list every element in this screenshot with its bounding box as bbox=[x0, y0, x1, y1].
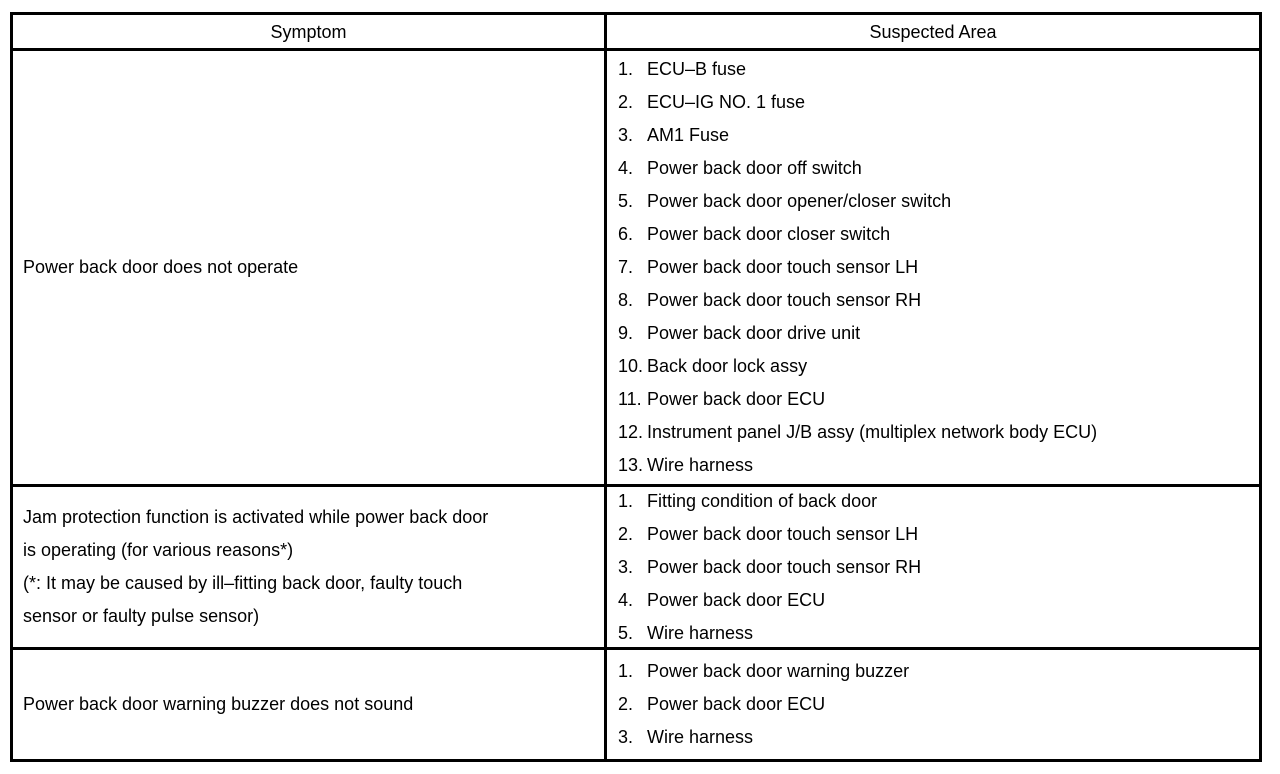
table-row-2-suspected-area-cell: 1. Fitting condition of back door 2. Pow… bbox=[607, 487, 1259, 650]
suspected-area-item: 11. Power back door ECU bbox=[618, 383, 1251, 416]
item-text: Power back door drive unit bbox=[647, 323, 861, 343]
suspected-area-item: 9. Power back door drive unit bbox=[618, 317, 1251, 350]
item-number: 4. bbox=[618, 589, 634, 610]
item-text: Power back door touch sensor RH bbox=[647, 290, 922, 310]
table-row-1-suspected-area-cell: 1. ECU–B fuse 2. ECU–IG NO. 1 fuse 3. AM… bbox=[607, 51, 1259, 487]
item-number: 5. bbox=[618, 622, 634, 643]
suspected-area-item: 13. Wire harness bbox=[618, 449, 1251, 482]
item-text: Wire harness bbox=[647, 727, 754, 747]
suspected-area-item: 6. Power back door closer switch bbox=[618, 218, 1251, 251]
item-number: 9. bbox=[618, 323, 634, 343]
item-text: Instrument panel J/B assy (multiplex net… bbox=[647, 422, 1098, 442]
suspected-area-item: 3. Power back door touch sensor RH bbox=[618, 551, 1251, 584]
item-text: Power back door touch sensor LH bbox=[647, 257, 919, 277]
suspected-area-item: 12. Instrument panel J/B assy (multiplex… bbox=[618, 416, 1251, 449]
item-text: Power back door off switch bbox=[647, 158, 862, 178]
suspected-area-item: 3. AM1 Fuse bbox=[618, 119, 1251, 152]
item-text: Wire harness bbox=[647, 455, 754, 475]
item-text: Power back door warning buzzer bbox=[647, 661, 910, 681]
header-symptom-label: Symptom bbox=[270, 21, 347, 42]
item-text: Power back door ECU bbox=[647, 389, 826, 409]
table-row-3-suspected-area-cell: 1. Power back door warning buzzer 2. Pow… bbox=[607, 650, 1259, 759]
item-text: Power back door opener/closer switch bbox=[647, 191, 952, 211]
suspected-area-list: 1. Power back door warning buzzer 2. Pow… bbox=[618, 655, 1251, 754]
symptom-text: Power back door warning buzzer does not … bbox=[23, 694, 414, 714]
suspected-area-item: 3. Wire harness bbox=[618, 721, 1251, 754]
symptom-suspected-area-table: Symptom Suspected Area Power back door d… bbox=[10, 12, 1262, 762]
item-number: 8. bbox=[618, 290, 634, 310]
suspected-area-item: 5. Wire harness bbox=[618, 617, 1251, 648]
symptom-text: Power back door does not operate bbox=[23, 257, 299, 277]
item-number: 3. bbox=[618, 125, 634, 145]
item-text: ECU–IG NO. 1 fuse bbox=[647, 92, 806, 112]
item-number: 12. bbox=[618, 422, 644, 442]
item-text: Power back door ECU bbox=[647, 694, 826, 714]
symptom-text: Jam protection function is activated whi… bbox=[23, 507, 489, 626]
item-text: Power back door touch sensor RH bbox=[647, 556, 922, 577]
suspected-area-item: 2. Power back door touch sensor LH bbox=[618, 518, 1251, 551]
suspected-area-item: 8. Power back door touch sensor RH bbox=[618, 284, 1251, 317]
suspected-area-item: 4. Power back door ECU bbox=[618, 584, 1251, 617]
item-number: 5. bbox=[618, 191, 634, 211]
suspected-area-item: 1. Fitting condition of back door bbox=[618, 487, 1251, 518]
suspected-area-item: 1. Power back door warning buzzer bbox=[618, 655, 1251, 688]
item-number: 1. bbox=[618, 661, 634, 681]
suspected-area-list: 1. Fitting condition of back door 2. Pow… bbox=[618, 487, 1251, 648]
item-number: 3. bbox=[618, 556, 634, 577]
item-text: ECU–B fuse bbox=[647, 59, 747, 79]
item-number: 1. bbox=[618, 59, 634, 79]
suspected-area-list: 1. ECU–B fuse 2. ECU–IG NO. 1 fuse 3. AM… bbox=[618, 53, 1251, 482]
item-text: Power back door closer switch bbox=[647, 224, 891, 244]
item-number: 1. bbox=[618, 490, 634, 511]
suspected-area-item: 2. ECU–IG NO. 1 fuse bbox=[618, 86, 1251, 119]
item-number: 2. bbox=[618, 694, 634, 714]
item-text: Power back door touch sensor LH bbox=[647, 523, 919, 544]
item-number: 13. bbox=[618, 455, 644, 475]
table-row-1-symptom-cell: Power back door does not operate bbox=[13, 51, 607, 487]
item-text: Back door lock assy bbox=[647, 356, 808, 376]
item-text: AM1 Fuse bbox=[647, 125, 730, 145]
header-suspected-area: Suspected Area bbox=[607, 15, 1259, 51]
item-text: Fitting condition of back door bbox=[647, 490, 878, 511]
item-number: 2. bbox=[618, 92, 634, 112]
header-suspected-area-label: Suspected Area bbox=[869, 21, 997, 42]
item-number: 11. bbox=[618, 389, 642, 409]
item-number: 4. bbox=[618, 158, 634, 178]
item-text: Wire harness bbox=[647, 622, 754, 643]
item-number: 3. bbox=[618, 727, 634, 747]
suspected-area-item: 4. Power back door off switch bbox=[618, 152, 1251, 185]
item-number: 10. bbox=[618, 356, 644, 376]
suspected-area-item: 10. Back door lock assy bbox=[618, 350, 1251, 383]
suspected-area-item: 7. Power back door touch sensor LH bbox=[618, 251, 1251, 284]
item-text: Power back door ECU bbox=[647, 589, 826, 610]
table-row-2-symptom-cell: Jam protection function is activated whi… bbox=[13, 487, 607, 650]
item-number: 2. bbox=[618, 523, 634, 544]
suspected-area-item: 2. Power back door ECU bbox=[618, 688, 1251, 721]
item-number: 7. bbox=[618, 257, 634, 277]
suspected-area-item: 5. Power back door opener/closer switch bbox=[618, 185, 1251, 218]
table-row-3-symptom-cell: Power back door warning buzzer does not … bbox=[13, 650, 607, 759]
suspected-area-item: 1. ECU–B fuse bbox=[618, 53, 1251, 86]
header-symptom: Symptom bbox=[13, 15, 607, 51]
item-number: 6. bbox=[618, 224, 634, 244]
